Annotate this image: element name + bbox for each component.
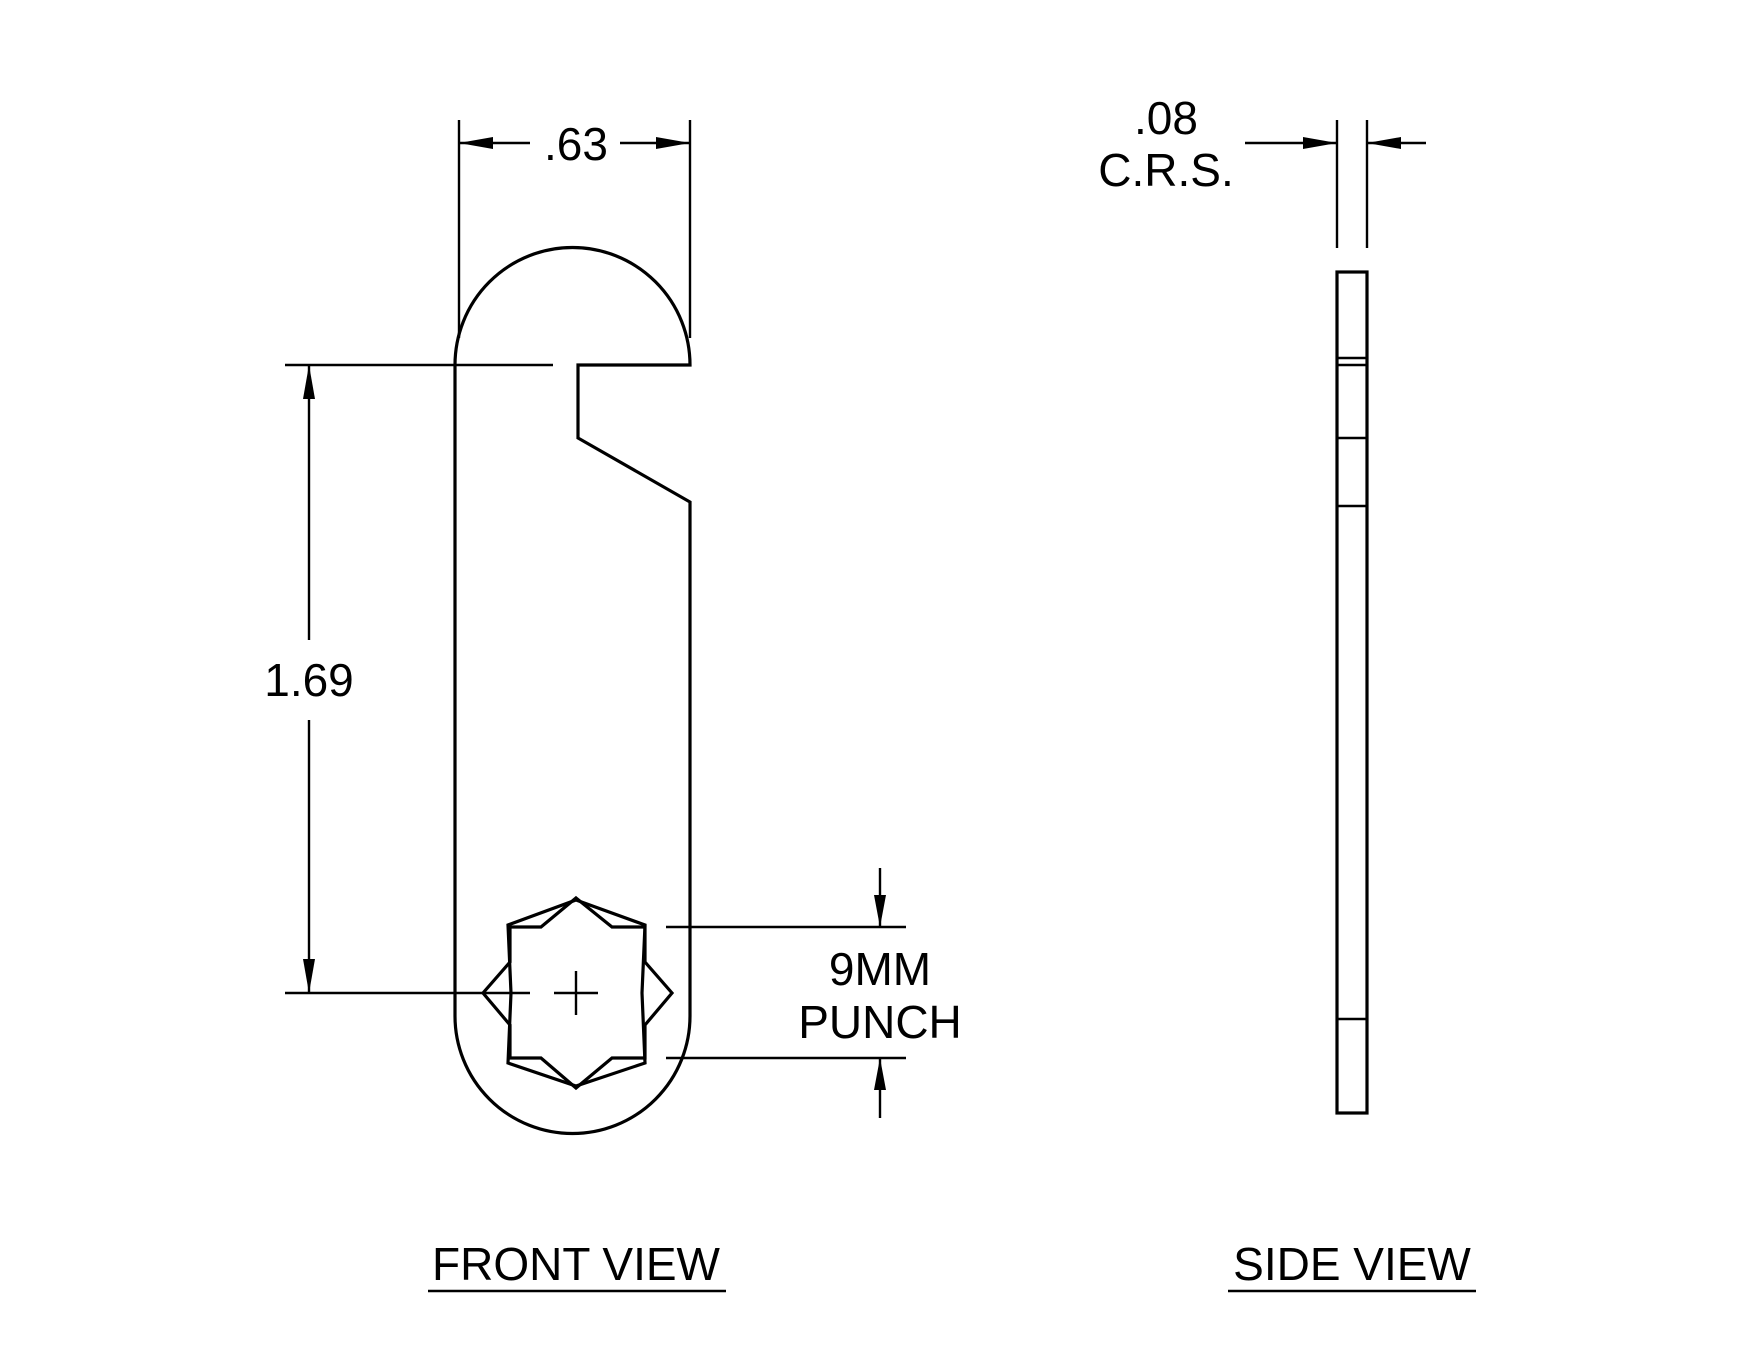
side-view-label: SIDE VIEW xyxy=(1233,1238,1471,1290)
punch-label-line2: PUNCH xyxy=(798,996,962,1048)
side-view: .08 C.R.S. xyxy=(1098,92,1426,1115)
punch-arrow-top xyxy=(874,895,886,927)
punch-label-line1: 9MM xyxy=(829,943,931,995)
height-arrow-bottom xyxy=(303,959,315,993)
front-view-label: FRONT VIEW xyxy=(432,1238,721,1290)
front-view: .63 1.69 9MM PUNCH xyxy=(264,118,962,1136)
punch-arrow-bottom xyxy=(874,1058,886,1090)
width-arrow-left xyxy=(459,137,493,149)
material-label: C.R.S. xyxy=(1098,144,1233,196)
star-punch-shape xyxy=(480,895,675,1091)
cam-outline xyxy=(453,245,692,1136)
thickness-label: .08 xyxy=(1134,92,1198,144)
side-plate-outline xyxy=(1335,270,1369,1115)
height-arrow-top xyxy=(303,365,315,399)
height-dimension-label: 1.69 xyxy=(264,654,354,706)
width-dimension-label: .63 xyxy=(544,118,608,170)
thickness-arrow-left xyxy=(1303,137,1337,149)
thickness-arrow-right xyxy=(1367,137,1401,149)
width-arrow-right xyxy=(656,137,690,149)
